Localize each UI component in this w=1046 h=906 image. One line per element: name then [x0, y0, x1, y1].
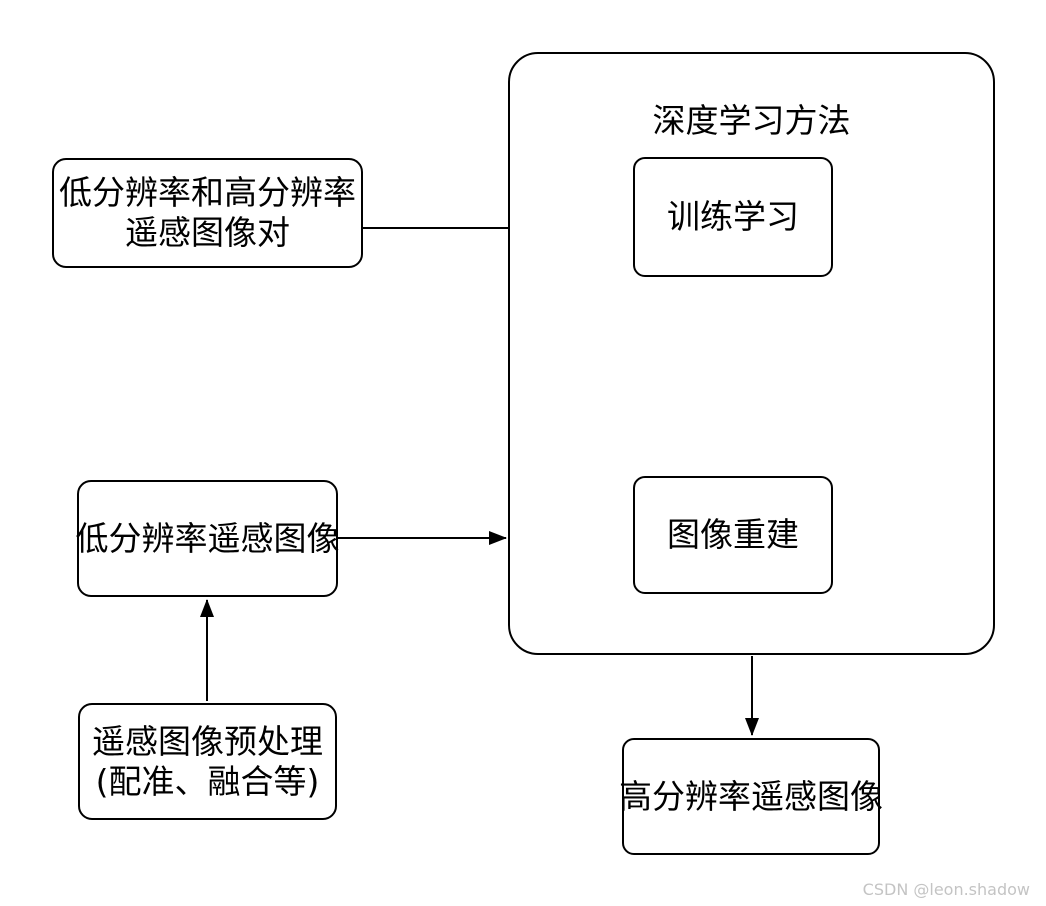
node-high-res-image: 高分辨率遥感图像: [619, 738, 883, 855]
node-low-res-image: 低分辨率遥感图像: [75, 480, 340, 597]
node-image-pair-text: 低分辨率和高分辨率 遥感图像对: [59, 173, 356, 253]
node-image-pair: 低分辨率和高分辨率 遥感图像对: [52, 158, 363, 268]
node-image-reconstruction: 图像重建: [633, 476, 833, 594]
node-training-label: 训练学习: [667, 197, 799, 236]
node-image-reconstruction-label: 图像重建: [667, 515, 799, 554]
node-preprocessing-line2: (配准、融合等): [95, 761, 320, 801]
node-image-pair-line2: 遥感图像对: [125, 213, 290, 252]
group-deep-learning-title: 深度学习方法: [652, 101, 851, 140]
node-low-res-image-label: 低分辨率遥感图像: [75, 518, 340, 558]
node-training: 训练学习: [633, 157, 833, 277]
node-high-res-image-label: 高分辨率遥感图像: [619, 776, 883, 816]
node-preprocessing: 遥感图像预处理 (配准、融合等): [78, 703, 337, 820]
watermark: CSDN @leon.shadow: [862, 880, 1030, 899]
node-preprocessing-line1: 遥感图像预处理: [92, 721, 323, 761]
node-preprocessing-text: 遥感图像预处理 (配准、融合等): [92, 722, 323, 802]
node-image-pair-line1: 低分辨率和高分辨率: [59, 173, 356, 212]
